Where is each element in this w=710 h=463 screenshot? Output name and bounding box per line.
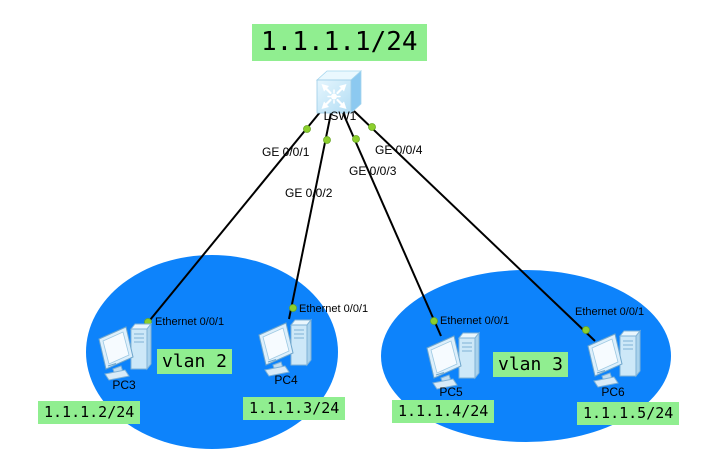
subnet-title-label: 1.1.1.1/24 <box>252 24 427 61</box>
link-lsw1-pc5[interactable] <box>342 112 442 337</box>
port-dot-ge1 <box>303 125 311 133</box>
port-label-ge1: GE 0/0/1 <box>262 145 310 159</box>
pc3-desktop-pc-icon[interactable] <box>96 320 154 382</box>
pc5-name-label: PC5 <box>439 385 463 399</box>
port-dot-pc4 <box>289 304 297 312</box>
port-label-ge4: GE 0/0/4 <box>375 143 423 157</box>
pc5-ip-label: 1.1.1.4/24 <box>392 400 495 423</box>
port-dot-ge4 <box>368 123 376 131</box>
pc3-ip-label: 1.1.1.2/24 <box>38 401 141 424</box>
port-label-ge2: GE 0/0/2 <box>285 186 333 200</box>
pc6-desktop-pc-icon[interactable] <box>585 327 643 389</box>
switch-name-label: LSW1 <box>323 109 357 123</box>
link-lsw1-pc6[interactable] <box>353 110 596 342</box>
pc4-ip-label: 1.1.1.3/24 <box>243 397 346 420</box>
pc6-name-label: PC6 <box>601 385 625 399</box>
port-dot-pc5 <box>430 317 438 325</box>
pc6-port-label: Ethernet 0/0/1 <box>575 306 645 318</box>
pc5-port-label: Ethernet 0/0/1 <box>440 315 510 327</box>
pc3-name-label: PC3 <box>112 378 136 392</box>
vlan3-label: vlan 3 <box>493 352 569 377</box>
port-dot-ge3 <box>352 135 360 143</box>
port-label-ge3: GE 0/0/3 <box>349 164 397 178</box>
pc4-desktop-pc-icon[interactable] <box>256 316 314 378</box>
pc3-port-label: Ethernet 0/0/1 <box>155 316 225 328</box>
pc5-desktop-pc-icon[interactable] <box>424 329 482 391</box>
port-dot-ge2 <box>323 136 331 144</box>
link-lsw1-pc4[interactable] <box>288 112 332 320</box>
pc4-name-label: PC4 <box>274 373 298 387</box>
vlan2-label: vlan 2 <box>157 349 233 374</box>
link-lsw1-pc3[interactable] <box>140 110 322 332</box>
pc6-ip-label: 1.1.1.5/24 <box>577 402 680 425</box>
pc4-port-label: Ethernet 0/0/1 <box>299 303 369 315</box>
port-dot-pc6 <box>582 326 590 334</box>
